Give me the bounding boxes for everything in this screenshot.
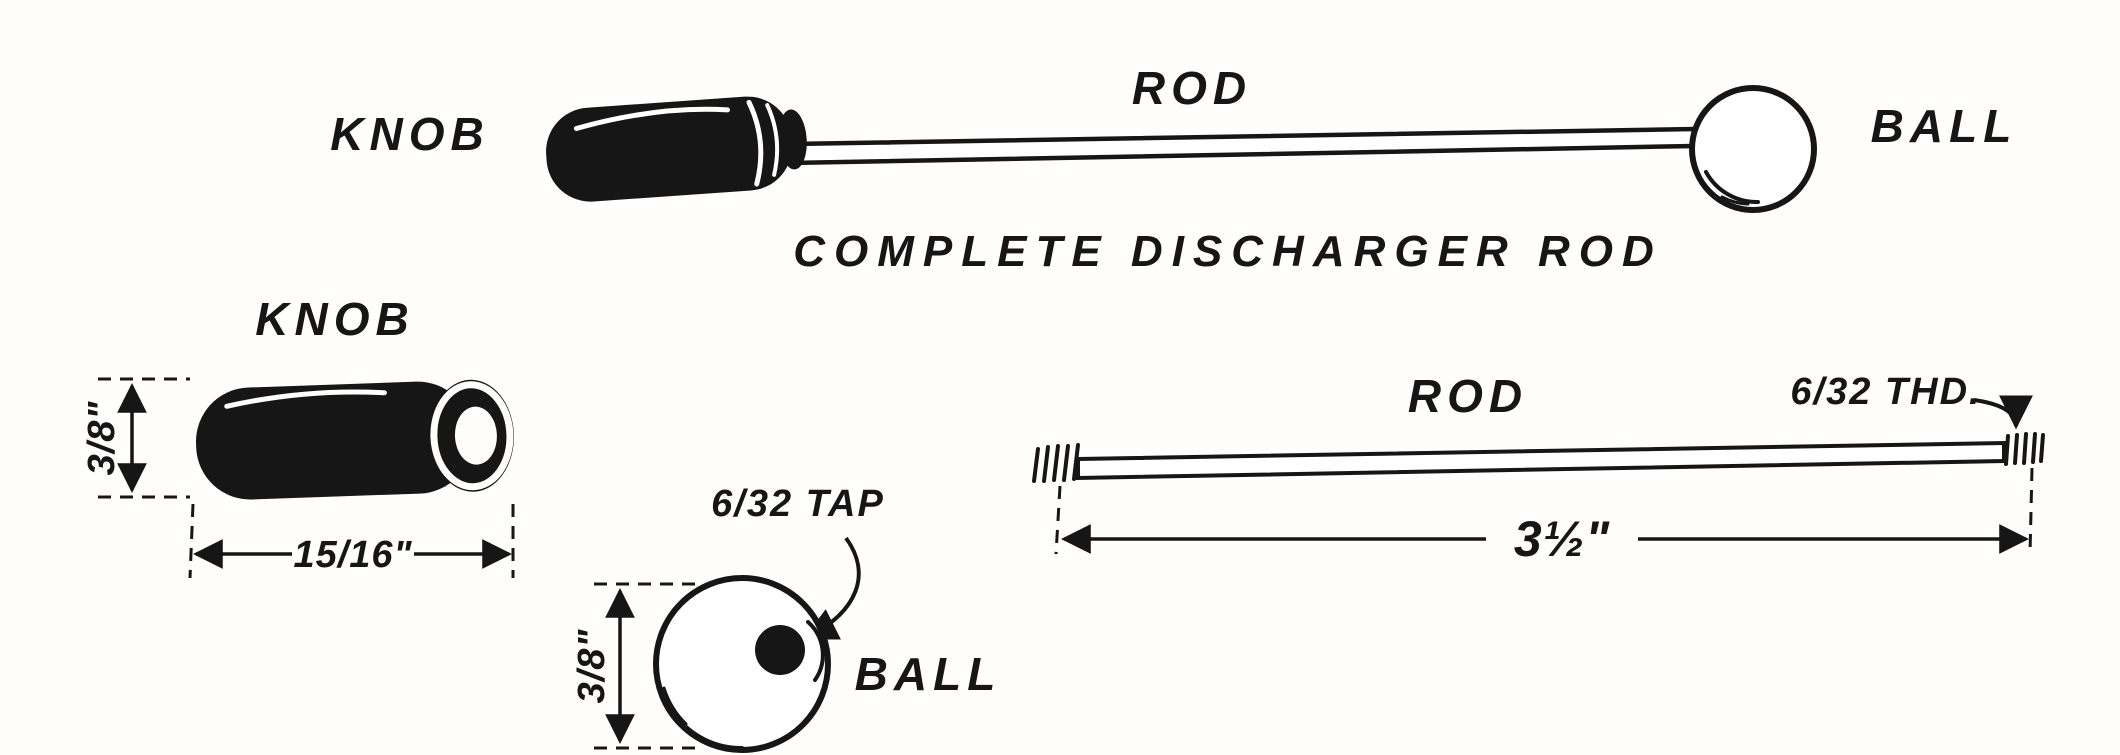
knob-diameter-dim-text: 3/8"	[81, 401, 123, 476]
knob-highlight	[573, 106, 730, 131]
assembly-rod-shaft	[787, 126, 1697, 166]
knob-ferrule-ring-1	[746, 99, 764, 187]
ball-shade-arc-1	[1704, 170, 1760, 205]
rod-detail-label: ROD	[1408, 370, 1528, 422]
assembly-rod-label: ROD	[1132, 62, 1252, 114]
rod-dim-extension-right	[2028, 467, 2034, 555]
rod-thread-note: 6/32 THD.	[1790, 371, 1981, 413]
knob-detail-ferrule-ring	[430, 381, 514, 491]
ball-tap-hole-ring	[806, 620, 825, 682]
ball-detail-shade-2	[662, 686, 688, 726]
knob-detail-label: KNOB	[255, 293, 414, 345]
ball-tap-hole	[755, 625, 805, 675]
rod-dim-extension-left	[1054, 485, 1062, 555]
rod-right-threads	[2004, 432, 2045, 466]
rod-length-dim-text: 3½"	[1514, 511, 1611, 567]
rod-detail-view: ROD 6/32 THD.	[1032, 370, 2045, 567]
assembly-ball-label: BALL	[1871, 100, 2018, 152]
rod-left-threads	[1032, 443, 1080, 483]
ball-detail-view: 6/32 TAP BALL 3/8"	[571, 483, 1002, 753]
knob-detail-bore-hole	[454, 406, 497, 465]
assembly-ball-shape	[1689, 85, 1817, 213]
assembly-knob-label: KNOB	[330, 108, 489, 160]
knob-detail-view: KNOB 3/8" 15/16"	[81, 293, 515, 579]
ball-detail-shade-1	[674, 714, 744, 751]
thread-pointer-arrow	[1973, 395, 2033, 430]
assembly-knob-shape	[546, 96, 807, 202]
knob-detail-shape	[195, 379, 514, 500]
ball-detail-label: BALL	[855, 648, 1002, 700]
ball-diameter-dim-text: 3/8"	[571, 629, 613, 704]
knob-length-dim-text: 15/16"	[293, 534, 412, 576]
knob-ferrule-ring-2	[765, 103, 780, 177]
ball-tap-note: 6/32 TAP	[711, 483, 885, 525]
assembly-view: KNOB ROD BALL COMPLETE DISCHARGER ROD	[330, 62, 2018, 276]
rod-detail-shaft	[1076, 440, 2006, 481]
knob-detail-highlight	[224, 389, 387, 409]
knob-detail-body	[195, 381, 473, 500]
ball-shade-arc-2	[1720, 195, 1750, 206]
knob-length-extension-left	[188, 503, 195, 579]
assembly-caption: COMPLETE DISCHARGER ROD	[793, 227, 1662, 276]
